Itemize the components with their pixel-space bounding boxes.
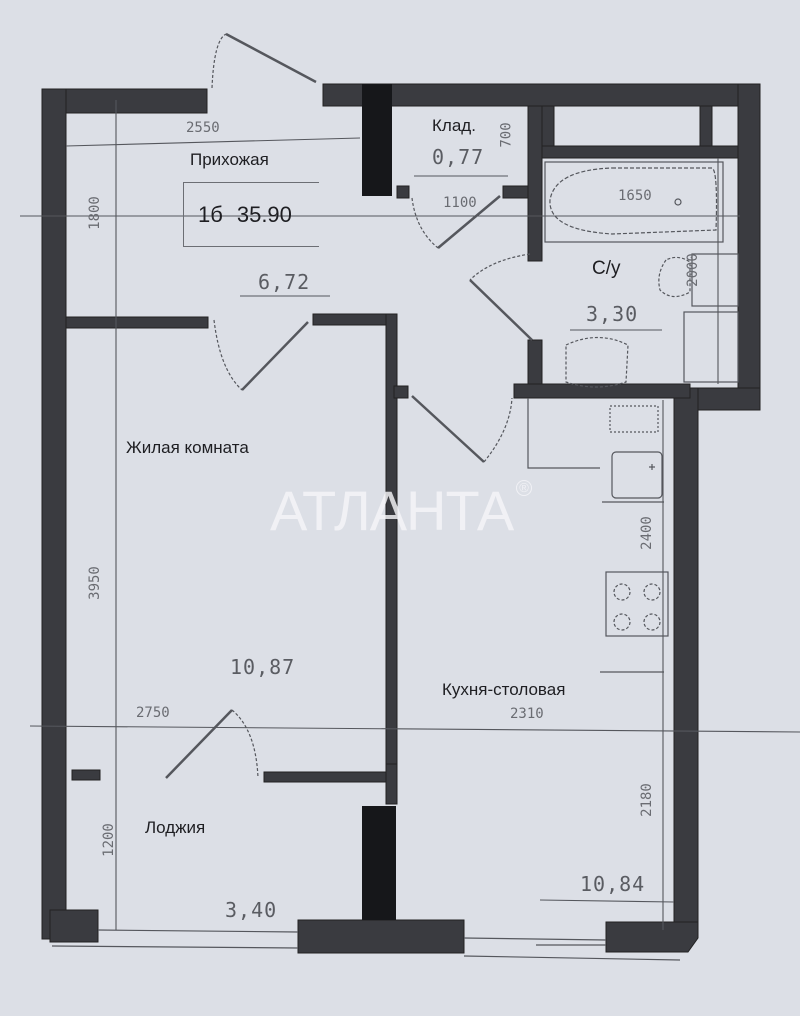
exterior-walls [41,83,761,954]
registered-mark-icon: ® [516,480,532,496]
dim-living-depth: 3950 [86,566,103,600]
dim-kitchen-upper-depth: 2400 [638,516,655,550]
room-label-hallway: Прихожая [190,150,269,169]
dim-kitchen-lower-depth: 2180 [638,783,655,817]
dim-storage-depth: 700 [498,122,515,148]
unit-summary-badge: 1б 35.90 [183,182,319,247]
dimension-lines [20,100,800,930]
room-area-loggia: 3,40 [225,898,278,922]
dim-kitchen-width: 2310 [510,706,544,722]
interior-walls [65,105,739,805]
dim-living-width: 2750 [136,705,170,721]
room-area-storage: 0,77 [432,145,485,169]
total-area: 35.90 [236,201,292,227]
watermark-logo: АТЛАНТА [270,479,514,542]
dim-bath-width: 1650 [618,188,652,204]
room-label-loggia: Лоджия [145,818,206,837]
room-label-bathroom: С/у [592,258,621,279]
room-label-storage: Клад. [432,116,476,135]
dim-loggia-depth: 1200 [100,823,117,857]
room-area-kitchen: 10,84 [580,872,646,896]
dim-bath-depth: 2000 [684,253,701,287]
columns [362,84,396,920]
room-label-living-room: Жилая комната [126,438,249,457]
dim-hall-width: 2550 [186,120,220,136]
unit-type: 1б [198,201,223,227]
fixtures [527,161,739,673]
room-area-bathroom: 3,30 [586,302,639,326]
doors [165,32,533,779]
dim-hall-depth: 1800 [86,196,103,230]
room-area-living-room: 10,87 [230,655,296,679]
room-label-kitchen: Кухня-столовая [442,680,566,699]
window-lines [51,929,681,961]
dim-storage-width: 1100 [443,195,477,211]
room-area-hallway: 6,72 [258,270,311,294]
